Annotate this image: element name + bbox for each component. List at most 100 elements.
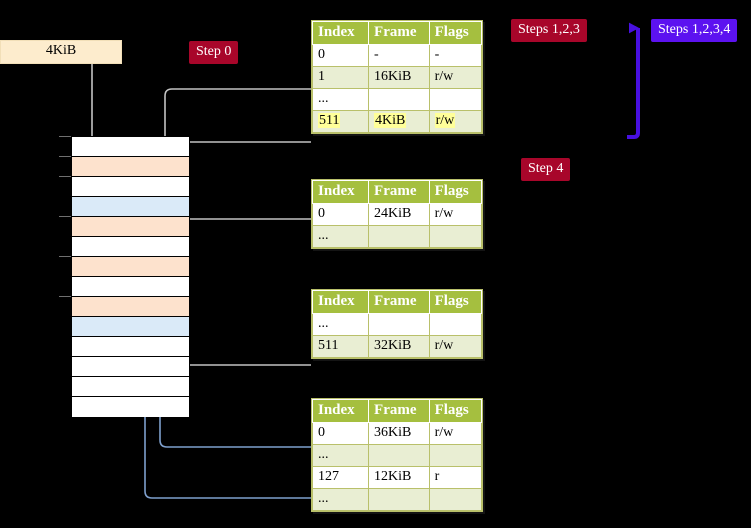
cell-frame: 12KiB — [368, 466, 430, 489]
cell-flags — [428, 444, 483, 467]
cell-index: ... — [311, 88, 370, 111]
memory-tick — [59, 256, 71, 257]
cell-flags — [428, 313, 483, 336]
cell-frame — [368, 225, 430, 248]
cell-index: 1 — [311, 66, 370, 89]
cell-frame: - — [368, 44, 430, 67]
cell-flags: - — [428, 44, 483, 67]
cell-index: 0 — [311, 44, 370, 67]
column-header-index: Index — [311, 290, 370, 314]
physical-memory-column — [71, 136, 190, 417]
memory-frame-row — [72, 397, 189, 417]
column-header-frame: Frame — [368, 290, 430, 314]
column-header-frame: Frame — [368, 399, 430, 423]
cell-index: 127 — [311, 466, 370, 489]
memory-tick — [59, 136, 71, 137]
memory-frame-row — [72, 377, 189, 397]
cell-flags: r — [428, 466, 483, 489]
column-header-index: Index — [311, 180, 370, 204]
badge-steps-1234-label: Steps 1,2,3,4 — [658, 22, 731, 37]
column-header-index: Index — [311, 21, 370, 45]
blue-connectors — [138, 211, 311, 499]
purple-step-arrow — [627, 22, 640, 139]
cell-frame: 24KiB — [368, 203, 430, 226]
column-header-frame: Frame — [368, 21, 430, 45]
memory-tick — [59, 296, 71, 297]
cell-frame: 4KiB — [368, 110, 430, 133]
cell-index: ... — [311, 488, 370, 511]
cell-flags: r/w — [428, 203, 483, 226]
memory-tick — [59, 156, 71, 157]
cell-index: 511 — [311, 110, 370, 133]
cell-flags — [428, 225, 483, 248]
cell-index: 511 — [311, 335, 370, 358]
column-header-flags: Flags — [428, 399, 483, 423]
table-row[interactable]: ... — [311, 444, 483, 467]
memory-frame-row — [72, 177, 189, 197]
column-header-flags: Flags — [428, 21, 483, 45]
cell-frame: 16KiB — [368, 66, 430, 89]
table-row[interactable]: ... — [311, 488, 483, 511]
badge-steps-123-label: Steps 1,2,3 — [518, 22, 580, 37]
cell-flags: r/w — [428, 110, 483, 133]
cell-index: ... — [311, 225, 370, 248]
cell-flags: r/w — [428, 335, 483, 358]
cell-frame: 36KiB — [368, 422, 430, 445]
badge-steps-123: Steps 1,2,3 — [511, 19, 587, 42]
column-header-index: Index — [311, 399, 370, 423]
cell-index: ... — [311, 313, 370, 336]
cell-flags — [428, 88, 483, 111]
column-header-flags: Flags — [428, 290, 483, 314]
memory-size-text: 4KiB — [45, 43, 77, 58]
memory-frame-row — [72, 137, 189, 157]
cell-index: 0 — [311, 422, 370, 445]
memory-frame-row — [72, 157, 189, 177]
cell-frame — [368, 488, 430, 511]
badge-step-4: Step 4 — [521, 158, 571, 181]
table-row[interactable]: ... — [311, 225, 483, 248]
memory-frame-row — [72, 197, 189, 217]
badge-step-0-label: Step 0 — [196, 44, 232, 59]
memory-size-label: 4KiB — [0, 40, 122, 64]
memory-frame-row — [72, 337, 189, 357]
cell-index: ... — [311, 444, 370, 467]
cell-flags: r/w — [428, 66, 483, 89]
cell-flags — [428, 488, 483, 511]
memory-frame-row — [72, 237, 189, 257]
badge-step-4-label: Step 4 — [528, 161, 564, 176]
memory-frame-row — [72, 217, 189, 237]
badge-steps-1234: Steps 1,2,3,4 — [651, 19, 738, 42]
memory-frame-row — [72, 277, 189, 297]
column-header-flags: Flags — [428, 180, 483, 204]
table-row[interactable]: ... — [311, 88, 483, 111]
table-row[interactable]: 0-- — [311, 44, 483, 67]
memory-frame-row — [72, 297, 189, 317]
cell-frame — [368, 444, 430, 467]
memory-frame-row — [72, 357, 189, 377]
memory-tick — [59, 176, 71, 177]
cell-frame — [368, 88, 430, 111]
table-row[interactable]: ... — [311, 313, 483, 336]
memory-frame-row — [72, 257, 189, 277]
cell-flags: r/w — [428, 422, 483, 445]
cell-frame — [368, 313, 430, 336]
cell-index: 0 — [311, 203, 370, 226]
badge-step-0: Step 0 — [189, 41, 239, 64]
column-header-frame: Frame — [368, 180, 430, 204]
memory-frame-row — [72, 317, 189, 337]
